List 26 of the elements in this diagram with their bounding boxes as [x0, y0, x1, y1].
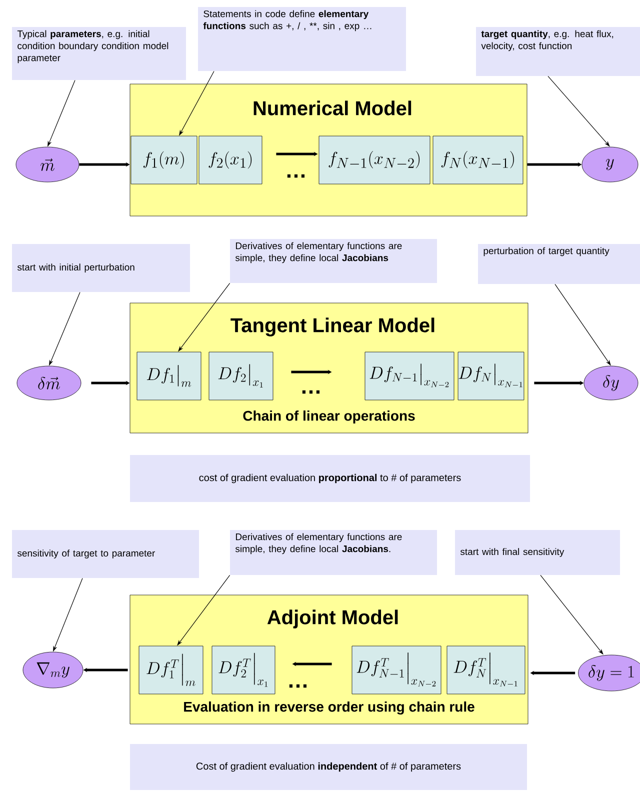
function-box: $f_{N}(x_{N-1})$	[432, 136, 524, 184]
jacobian-box: $D f_{2}^{T}\Big|_{x_{1}}$	[212, 646, 276, 694]
note-box: perturbation of target quantity	[478, 244, 640, 284]
jacobian-box: $D f_{1}^{T}\Big|_{m}$	[138, 646, 204, 694]
note-box: Typical parameters, e.g. initial condition boundary condition model parameter	[12, 27, 186, 80]
note-box: target quantity, e.g. heat flux, velocity, cost function	[476, 27, 640, 76]
note-box: start with final sensitivity	[455, 530, 620, 575]
ellipsis: …	[289, 684, 306, 688]
jacobian-box: $D f_{N}^{T}\Big|_{x_{N-1}}$	[446, 646, 526, 694]
jacobian-box: $D f_{N-1}\big|_{x_{N-2}}$	[364, 352, 454, 400]
note-box: Cost of gradient evaluation independent of # of parameters	[130, 744, 527, 790]
note-box: Derivatives of elementary functions are simple, they define local Jacobians	[230, 239, 437, 283]
note-box: cost of gradient evaluation proportional to # of parameters	[130, 455, 530, 502]
ellipsis: …	[287, 174, 304, 178]
ellipsis: …	[302, 390, 320, 394]
jacobian-box: $D f_{1}\big|_{m}$	[136, 352, 202, 400]
jacobian-box: $D f_{2}\big|_{x_{1}}$	[208, 352, 274, 400]
note-box: sensitivity of target to parameter	[12, 530, 199, 578]
function-box: $f_{2}(x_{1})$	[198, 136, 262, 184]
note-box: Derivatives of elementary functions are simple, they define local Jacobians.	[230, 530, 437, 575]
function-box: $f_{N-1}(x_{N-2})$	[318, 136, 430, 184]
function-box: $f_{1}(m)$	[130, 136, 198, 184]
note-box: Statements in code define elementary functions such as +, / , **, sin , exp …	[198, 7, 406, 71]
jacobian-box: $D f_{N}\big|_{x_{N-1}}$	[458, 352, 524, 400]
jacobian-box: $D f_{N-1}^{T}\Big|_{x_{N-2}}$	[352, 646, 442, 694]
note-box: start with initial perturbation	[12, 244, 190, 292]
